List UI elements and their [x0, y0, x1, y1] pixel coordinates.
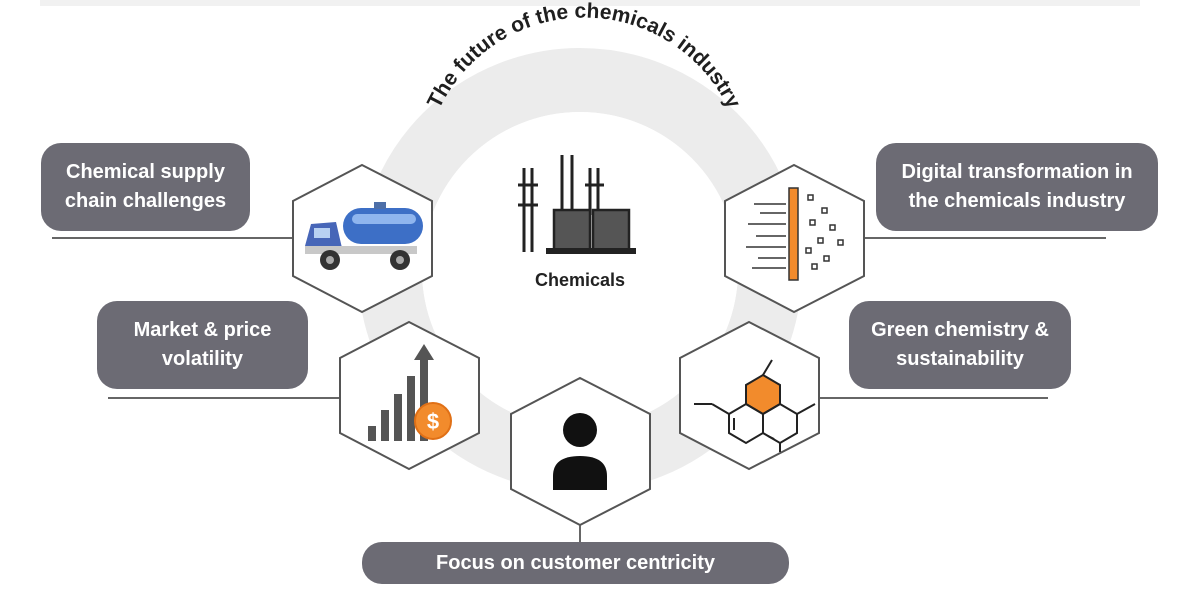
hex-customer [510, 376, 651, 527]
label-supply-line2: chain challenges [64, 190, 227, 212]
label-market-line2: volatility [161, 348, 244, 370]
chemical-plant-icon [518, 155, 636, 254]
label-digital-line2: the chemicals industry [908, 190, 1126, 212]
inner-circle [422, 112, 738, 428]
digital-filter-icon [746, 187, 844, 281]
label-market-line1: Market & price [133, 319, 272, 341]
label-supply-line1: Chemical supply [66, 161, 225, 183]
connector-lines [52, 237, 1106, 542]
label-green-chemistry: Green chemistry & sustainability [849, 301, 1071, 389]
label-green-line1: Green chemistry & [871, 319, 1049, 341]
label-digital-transformation: Digital transformation in the chemicals … [876, 143, 1158, 231]
molecule-icon [694, 359, 816, 452]
label-customer-line1: Focus on customer centricity [436, 551, 715, 574]
tanker-truck-icon [305, 202, 423, 270]
label-customer-centricity: Focus on customer centricity [362, 542, 789, 584]
coin-symbol: $ [427, 409, 439, 434]
label-green-line2: sustainability [896, 348, 1024, 370]
person-icon [553, 413, 607, 490]
label-digital-line1: Digital transformation in [901, 161, 1133, 183]
center-label: Chemicals [534, 270, 626, 290]
top-divider [40, 0, 1140, 6]
label-supply-chain: Chemical supply chain challenges [41, 143, 250, 231]
rising-bar-chart-coin-icon: $ [368, 344, 452, 441]
label-market-volatility: Market & price volatility [97, 301, 308, 389]
